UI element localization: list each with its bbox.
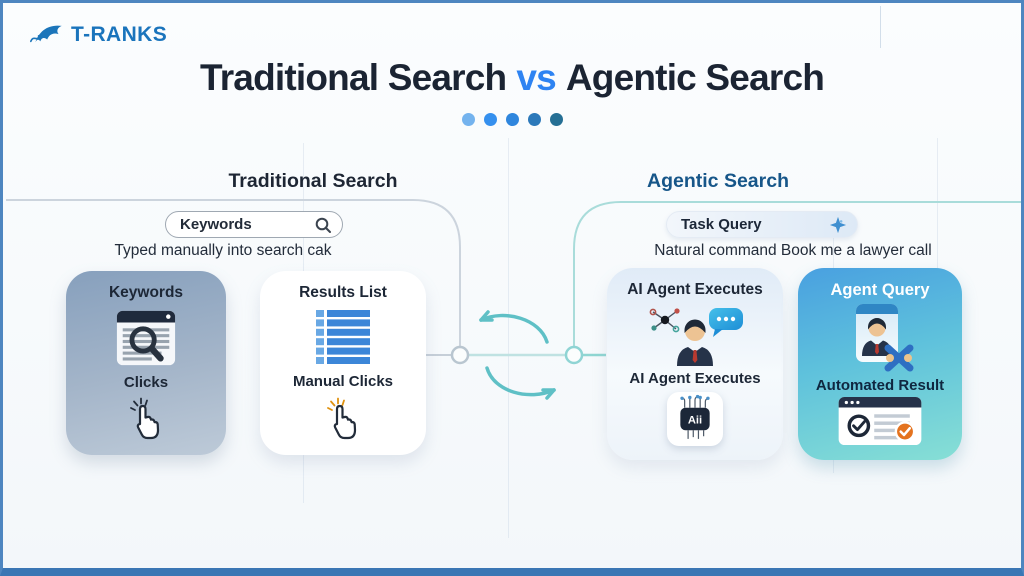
accent-dot [483, 113, 497, 126]
card-title: AI Agent Executes [627, 281, 763, 298]
person-avatar-icon [677, 319, 713, 366]
title-part2: Agentic Search [565, 57, 825, 98]
brand-name: T-RANKS [71, 23, 168, 46]
agent-screen-icon [844, 302, 916, 374]
task-query-input[interactable]: Task Query [666, 211, 858, 238]
accent-dot [505, 113, 519, 126]
agent-avatar-chat-icon [643, 304, 747, 366]
network-icon [649, 308, 680, 333]
task-query-value: Task Query [681, 216, 762, 233]
agentic-caption: Natural command Book me a lawyer call [654, 242, 932, 259]
connector-x-icon [884, 344, 914, 372]
card-title: Results List [299, 284, 387, 301]
sparkle-star-icon [829, 216, 847, 234]
bg-guide-line [880, 6, 881, 48]
card-results-list: Results List Manual Clicks [260, 271, 426, 455]
svg-text:Aii: Aii [688, 414, 702, 426]
card-agent-query: Agent Query Automated Result [798, 268, 962, 460]
card-title: Agent Query [830, 281, 930, 299]
shark-swoosh-icon [29, 19, 69, 51]
traditional-caption: Typed manually into search cak [114, 242, 332, 259]
title-part1: Traditional Search [199, 57, 507, 98]
keywords-search-value: Keywords [180, 216, 252, 233]
node-right [564, 345, 584, 365]
checked-results-icon [836, 396, 924, 446]
accent-dots [3, 113, 1021, 126]
bg-guide-line [508, 138, 509, 538]
swap-arrows-icon [479, 310, 556, 400]
card-subtitle: Manual Clicks [292, 372, 394, 390]
accent-dot [527, 113, 541, 126]
card-ai-agent-executes: AI Agent Executes [607, 268, 783, 460]
magnifier-icon [314, 216, 332, 234]
traditional-heading: Traditional Search [228, 170, 398, 192]
click-hand-icon [125, 397, 167, 441]
accent-dot [549, 113, 563, 126]
card-keywords-clicks: Keywords Clicks [66, 271, 226, 455]
title-vs: vs [516, 57, 556, 98]
results-list-icon [314, 309, 372, 365]
accent-dot [461, 113, 475, 126]
click-hand-icon [322, 397, 364, 441]
chat-bubble-icon [709, 307, 743, 337]
card-subtitle: AI Agent Executes [629, 370, 761, 388]
card-subtitle: Automated Result [815, 376, 945, 394]
card-subtitle: Clicks [123, 374, 169, 391]
card-title: Keywords [108, 284, 184, 301]
agentic-heading: Agentic Search [647, 170, 789, 192]
brand-logo: T-RANKS [29, 19, 167, 51]
search-page-icon [114, 308, 178, 368]
keywords-search-input[interactable]: Keywords [165, 211, 343, 238]
node-left [450, 345, 470, 365]
ai-chip-icon: Aii [667, 391, 723, 446]
